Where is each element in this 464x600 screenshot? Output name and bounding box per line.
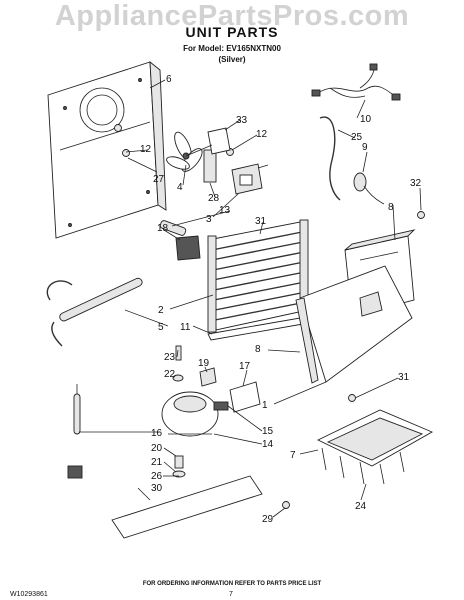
callout-20: 20: [151, 443, 163, 454]
callout-24: 24: [355, 501, 367, 512]
overload-drawing: [199, 367, 217, 387]
watermark: AppliancePartsPros.com: [54, 0, 410, 32]
evaporator-cover-drawing: [295, 265, 413, 384]
capacitor-drawing: [67, 465, 83, 479]
callout-5: 5: [158, 322, 164, 333]
page-number: 7: [229, 591, 233, 598]
defrost-heater-drawing: [46, 277, 143, 347]
callout-13: 13: [219, 205, 231, 216]
callout-22: 22: [164, 369, 176, 380]
document-number: W10293861: [10, 591, 48, 598]
callout-labels: 6 10 33 12 25 12 9 27 4 28 32 3 13 31 8 …: [140, 74, 422, 525]
callout-1: 1: [262, 400, 268, 411]
callout-28: 28: [208, 193, 220, 204]
thermistor-drawing: [353, 172, 385, 205]
callout-21: 21: [151, 457, 163, 468]
model-number: For Model: EV165NXTN00: [183, 44, 281, 53]
callout-11: 11: [180, 322, 191, 333]
page-title: UNIT PARTS: [185, 24, 279, 40]
probe-drawing: [73, 384, 81, 435]
base-plate-drawing: [111, 475, 263, 539]
callout-18: 18: [157, 223, 169, 234]
callout-8-upper: 8: [388, 202, 394, 213]
callout-6: 6: [166, 74, 172, 85]
wire-harness-drawing: [311, 63, 401, 101]
callout-10: 10: [360, 114, 372, 125]
callout-15: 15: [262, 426, 274, 437]
relay-block-drawing: [175, 235, 201, 261]
callout-4: 4: [177, 182, 183, 193]
filter-drier-drawing: [159, 220, 187, 236]
callout-19: 19: [198, 358, 210, 369]
callout-29: 29: [262, 514, 274, 525]
callout-17: 17: [239, 361, 251, 372]
model-variant: (Silver): [218, 55, 246, 64]
start-device-drawing: [229, 381, 261, 413]
mounting-hardware-drawing: [172, 345, 186, 478]
callout-33: 33: [236, 115, 248, 126]
callout-31-lower: 31: [398, 372, 410, 383]
callout-23: 23: [164, 352, 176, 363]
screws-drawing: [114, 124, 425, 509]
callout-14: 14: [262, 439, 274, 450]
compressor-drawing: [161, 391, 229, 437]
drain-tube-drawing: [319, 116, 341, 201]
callout-12-left: 12: [140, 144, 152, 155]
callout-9: 9: [362, 142, 368, 153]
fan-assembly-drawing: [166, 127, 231, 183]
ordering-note: FOR ORDERING INFORMATION REFER TO PARTS …: [142, 581, 322, 587]
fan-motor-drawing: [231, 163, 269, 195]
callout-32: 32: [410, 178, 422, 189]
callout-26: 26: [151, 471, 163, 482]
callout-30: 30: [151, 483, 163, 494]
callout-3: 3: [206, 214, 212, 225]
rear-panel-drawing: [47, 61, 167, 239]
callout-25: 25: [351, 132, 363, 143]
callout-27: 27: [153, 174, 165, 185]
leader-lines: [79, 79, 422, 518]
callout-31-upper: 31: [255, 216, 267, 227]
callout-16: 16: [151, 428, 163, 439]
callout-7: 7: [290, 450, 296, 461]
drain-pan-drawing: [316, 409, 434, 485]
callout-12-upper: 12: [256, 129, 268, 140]
callout-2: 2: [158, 305, 164, 316]
condenser-coil-drawing: [207, 219, 309, 333]
callout-8-lower: 8: [255, 344, 261, 355]
